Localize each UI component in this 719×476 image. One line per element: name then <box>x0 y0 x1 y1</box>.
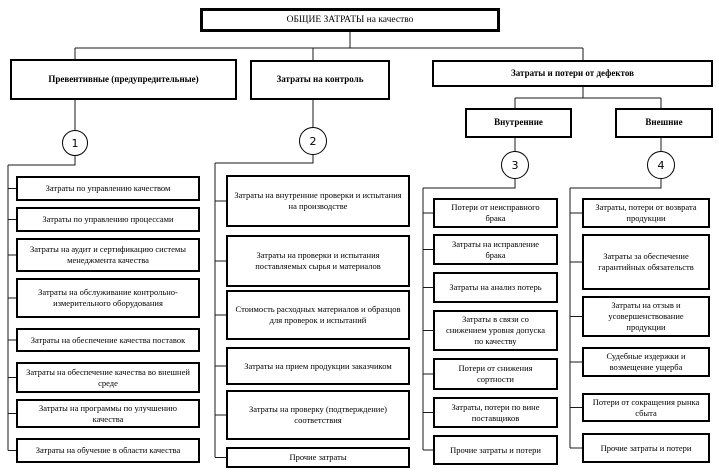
item-box: Затраты, потери по вине поставщиков <box>433 397 558 428</box>
item-box: Судебные издержки и возмещение ущерба <box>582 347 710 377</box>
item-box: Потери от снижения сортности <box>433 358 558 390</box>
item-box: Затраты на программы по улучшению качест… <box>16 399 200 428</box>
item-box: Затраты на исправление брака <box>433 234 558 265</box>
item-box: Прочие затраты и потери <box>433 435 558 465</box>
branch-box-defects: Затраты и потери от дефектов <box>432 60 713 87</box>
item-box: Затраты на обучение в области качества <box>16 438 200 463</box>
item-box: Стоимость расходных материалов и образцо… <box>226 290 410 340</box>
item-box: Затраты на проверку (подтверждение) соот… <box>226 390 410 440</box>
item-box: Затраты по управлению процессами <box>16 207 200 232</box>
item-box: Затраты на обслуживание контрольно-измер… <box>16 278 200 318</box>
item-box: Затраты на проверки и испытания поставля… <box>226 235 410 287</box>
item-box: Затраты на внутренние проверки и испытан… <box>226 175 410 227</box>
circle-1: 1 <box>62 130 88 156</box>
item-box: Прочие затраты и потери <box>582 433 710 463</box>
item-box: Затраты, потери от возврата продукции <box>582 198 710 228</box>
item-box: Затраты за обеспечение гарантийных обяза… <box>582 234 710 290</box>
item-box: Прочие затраты <box>226 447 410 468</box>
item-box: Затраты на аудит и сертификацию системы … <box>16 238 200 272</box>
item-box: Затраты на анализ потерь <box>433 272 558 303</box>
circle-4: 4 <box>647 151 675 179</box>
item-box: Затраты на обеспечение качества поставок <box>16 328 200 352</box>
root-box: ОБЩИЕ ЗАТРАТЫ на качество <box>200 8 500 32</box>
item-box: Затраты на прием продукции заказчиком <box>226 347 410 385</box>
circle-2: 2 <box>299 127 327 155</box>
item-box: Затраты по управлению качеством <box>16 176 200 201</box>
branch-box-control: Затраты на контроль <box>250 60 390 100</box>
defects-internal-box: Внутренние <box>465 108 572 138</box>
defects-external-box: Внешние <box>615 108 713 138</box>
circle-3: 3 <box>501 151 529 179</box>
item-box: Затраты на отзыв и усовершенствование пр… <box>582 296 710 337</box>
item-box: Затраты в связи со снижением уровня допу… <box>433 310 558 351</box>
item-box: Потери от сокращения рынка сбыта <box>582 393 710 422</box>
item-box: Потери от неисправного брака <box>433 198 558 228</box>
item-box: Затраты на обеспечение качества во внешн… <box>16 362 200 393</box>
branch-box-preventive: Превентивные (предупредительные) <box>10 59 237 100</box>
